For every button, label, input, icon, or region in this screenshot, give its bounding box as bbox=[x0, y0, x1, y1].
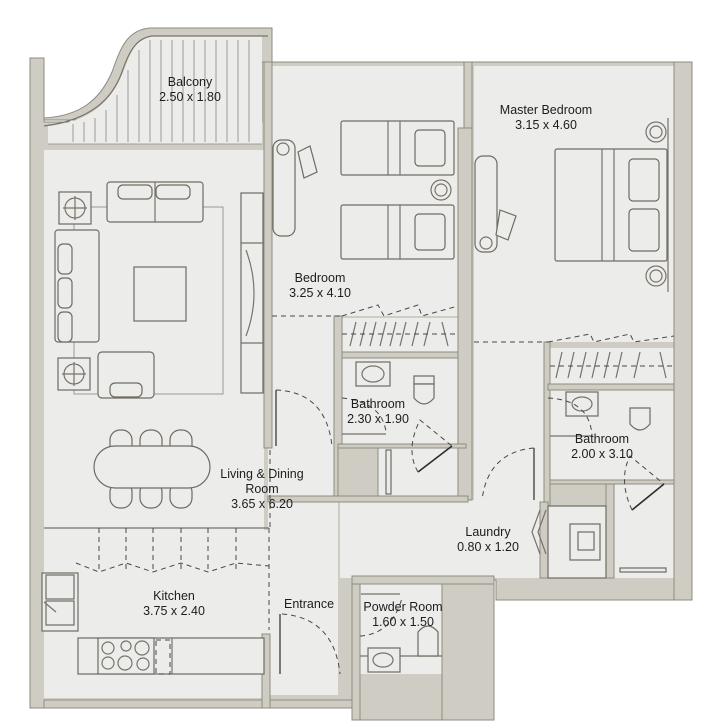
room-name: Kitchen bbox=[153, 589, 195, 603]
living-furniture bbox=[54, 181, 264, 399]
room-dimensions: 1.60 x 1.50 bbox=[372, 615, 434, 629]
room-label-kitchen: Kitchen 3.75 x 2.40 bbox=[143, 589, 205, 619]
dining-table bbox=[93, 429, 211, 509]
balcony-decking bbox=[43, 35, 268, 145]
wardrobe2 bbox=[548, 348, 674, 384]
room-label-bathroom-2: Bathroom 2.00 x 3.10 bbox=[571, 432, 633, 462]
laundry-fixtures bbox=[531, 505, 607, 579]
wardrobe1-hangers bbox=[342, 321, 458, 347]
interior-walls bbox=[43, 61, 693, 721]
room-label-bedroom: Bedroom 3.25 x 4.10 bbox=[289, 271, 351, 301]
wardrobe1 bbox=[342, 318, 458, 352]
room-name: Balcony bbox=[167, 75, 213, 89]
room-name-line2: Room bbox=[245, 482, 279, 496]
room-label-master-bedroom: Master Bedroom 3.15 x 4.60 bbox=[500, 103, 592, 133]
corridor-floor bbox=[340, 500, 540, 578]
bathroom2-shower bbox=[614, 482, 674, 578]
room-name: Laundry bbox=[465, 525, 511, 539]
room-name: Bathroom bbox=[574, 432, 630, 446]
wardrobe2-hangers bbox=[550, 351, 674, 379]
room-dimensions: 3.15 x 4.60 bbox=[515, 118, 577, 132]
door-swings bbox=[269, 389, 593, 675]
room-name-line1: Living & Dining bbox=[220, 467, 304, 481]
bedroom-furniture bbox=[272, 120, 459, 347]
balcony-floor bbox=[48, 36, 262, 144]
room-name: Bathroom bbox=[350, 397, 406, 411]
room-name: Bedroom bbox=[294, 271, 346, 285]
bathroom1-fixtures bbox=[355, 361, 453, 495]
room-dimensions: 3.25 x 4.10 bbox=[289, 286, 351, 300]
room-dimensions: 3.65 x 6.20 bbox=[231, 497, 293, 511]
room-name: Master Bedroom bbox=[499, 103, 593, 117]
room-label-laundry: Laundry 0.80 x 1.20 bbox=[457, 525, 519, 555]
room-name: Powder Room bbox=[363, 600, 443, 614]
room-dimensions: 2.30 x 1.90 bbox=[347, 412, 409, 426]
master-bedroom-furniture bbox=[474, 118, 675, 379]
room-dimensions: 3.75 x 2.40 bbox=[143, 604, 205, 618]
room-label-entrance: Entrance bbox=[284, 597, 334, 612]
bedroom-door-area bbox=[272, 316, 340, 448]
bathroom1-shower bbox=[378, 446, 466, 496]
room-label-living-dining: Living & Dining Room 3.65 x 6.20 bbox=[220, 467, 303, 512]
room-name: Entrance bbox=[283, 597, 335, 611]
master-corridor-floor bbox=[474, 342, 544, 502]
room-label-bathroom-1: Bathroom 2.30 x 1.90 bbox=[347, 397, 409, 427]
room-label-balcony: Balcony 2.50 x 1.80 bbox=[159, 75, 221, 105]
room-label-powder-room: Powder Room 1.60 x 1.50 bbox=[363, 600, 442, 630]
bathroom2-fixtures bbox=[565, 391, 667, 573]
room-dimensions: 0.80 x 1.20 bbox=[457, 540, 519, 554]
bedroom-floor bbox=[272, 66, 464, 316]
powder-room-fixtures bbox=[359, 593, 442, 673]
room-dimensions: 2.50 x 1.80 bbox=[159, 90, 221, 104]
room-dimensions: 2.00 x 3.10 bbox=[571, 447, 633, 461]
kitchen-fixtures bbox=[41, 527, 270, 675]
